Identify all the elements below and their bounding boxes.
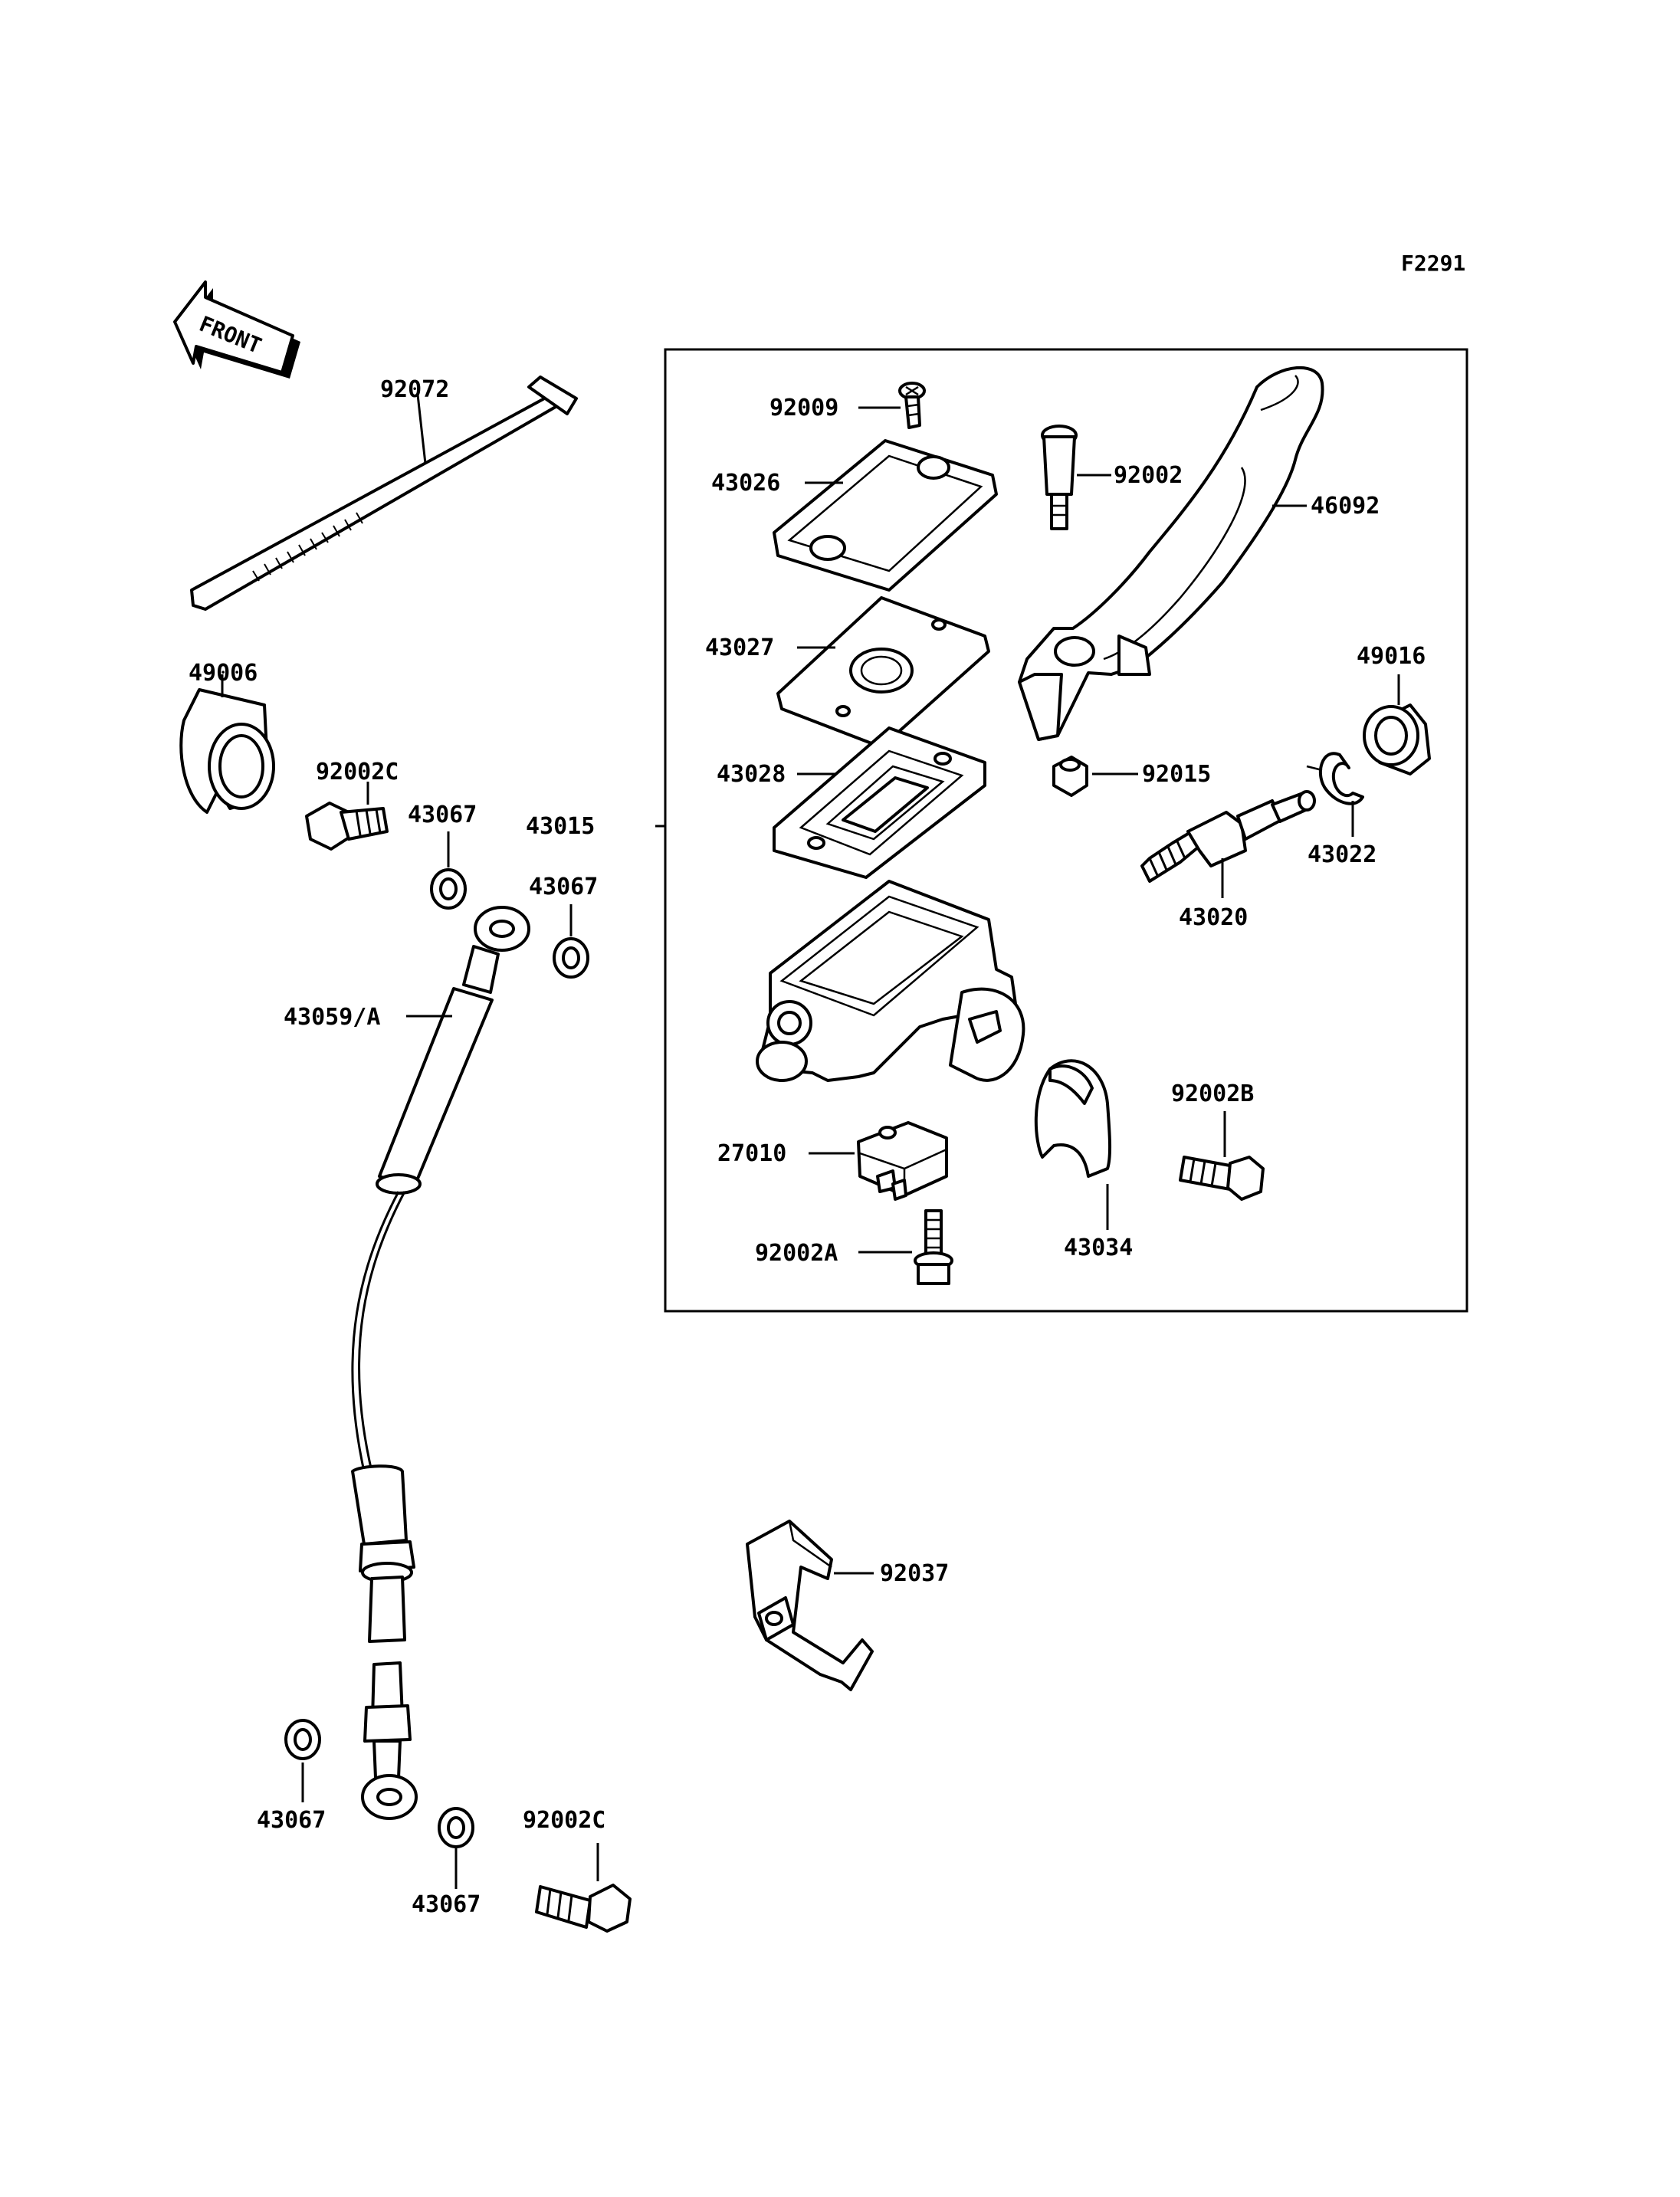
pivot-bolt-92002	[1041, 425, 1111, 530]
brake-hose-43059	[351, 906, 530, 1820]
label-43015: 43015	[526, 813, 595, 840]
holder-43034	[1034, 1059, 1112, 1230]
washer-43067-d	[438, 1807, 474, 1889]
assembly-box	[664, 348, 1468, 1313]
screw-92009	[858, 382, 926, 429]
figure-code: F2291	[1401, 251, 1465, 276]
washer-43067-b	[553, 904, 589, 979]
label-92002a: 92002A	[755, 1240, 838, 1267]
label-46092: 46092	[1311, 493, 1380, 520]
cable-tie-92072	[190, 375, 578, 611]
nut-92015	[1052, 756, 1138, 797]
label-92072: 92072	[380, 376, 449, 403]
label-92002c-top: 92002C	[316, 759, 399, 785]
banjo-bolt-92002c-bottom	[535, 1843, 632, 1933]
label-43022: 43022	[1308, 841, 1376, 868]
screw-92002a	[858, 1209, 953, 1285]
banjo-bolt-92002c-top	[305, 782, 389, 851]
label-43020: 43020	[1179, 904, 1248, 931]
label-92015: 92015	[1142, 761, 1211, 788]
brake-switch-27010	[809, 1121, 948, 1201]
label-43028: 43028	[717, 761, 786, 788]
piston-43020	[1140, 790, 1316, 898]
label-43034: 43034	[1064, 1235, 1133, 1261]
label-43067-c: 43067	[257, 1807, 326, 1834]
washer-43067-a	[430, 831, 467, 910]
master-cylinder-body	[756, 880, 1025, 1082]
clamp-92037	[746, 1520, 874, 1691]
label-92037: 92037	[880, 1560, 949, 1587]
label-43059: 43059/A	[284, 1004, 380, 1031]
grommet-49006	[179, 674, 275, 814]
label-43067-b: 43067	[529, 874, 598, 900]
label-43026: 43026	[711, 470, 780, 497]
front-arrow-icon: FRONT	[173, 280, 300, 379]
label-92002b: 92002B	[1171, 1080, 1254, 1107]
label-27010: 27010	[717, 1140, 786, 1167]
label-43067-d: 43067	[412, 1891, 481, 1918]
diaphragm-plate-43027	[776, 596, 990, 749]
label-92009: 92009	[769, 395, 838, 421]
label-49016: 49016	[1357, 643, 1426, 670]
label-49006: 49006	[189, 660, 258, 687]
label-43027: 43027	[705, 635, 774, 661]
snap-ring-43022	[1306, 752, 1364, 837]
reservoir-cap-43026	[773, 439, 998, 592]
washer-43067-c	[284, 1719, 321, 1802]
boot-49016	[1363, 674, 1431, 776]
label-43067-a: 43067	[408, 802, 477, 828]
label-92002: 92002	[1114, 462, 1183, 489]
diaphragm-43028	[773, 726, 986, 879]
bolt-92002b	[1179, 1111, 1265, 1201]
brake-lever-46092	[1018, 366, 1324, 741]
label-92002c-bottom: 92002C	[523, 1807, 605, 1834]
